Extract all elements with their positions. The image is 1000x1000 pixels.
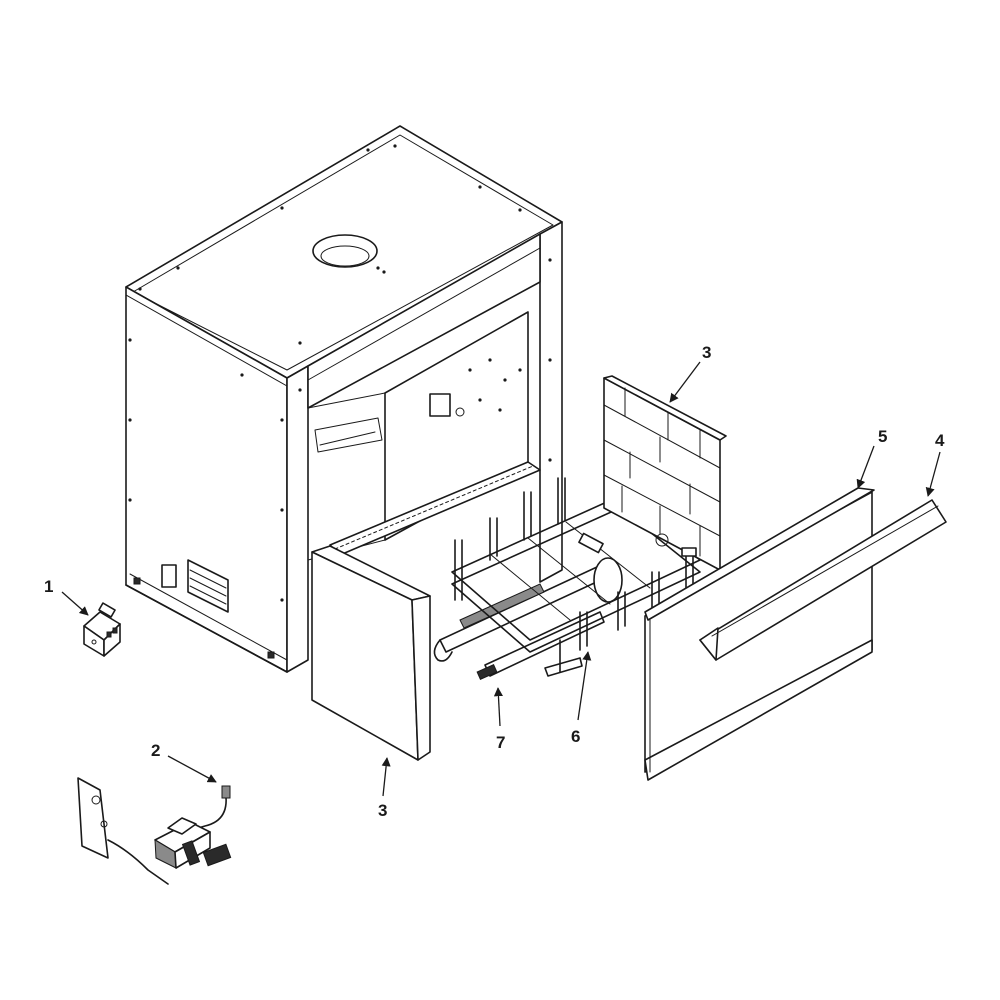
junction-box — [83, 602, 121, 657]
top-trim-angle — [699, 499, 947, 661]
right-side-refractory-panel — [578, 375, 727, 571]
callout-label-6: 6 — [571, 727, 580, 746]
callout-label-3b: 3 — [702, 343, 711, 362]
callout-3-upper: 3 — [669, 343, 711, 403]
callout-7: 7 — [493, 687, 505, 752]
callout-label-5: 5 — [878, 427, 887, 446]
left-side-refractory-panel — [311, 545, 431, 761]
firebox-enclosure — [125, 125, 563, 673]
callout-2: 2 — [151, 741, 217, 783]
flue-collar-opening — [312, 234, 378, 268]
callout-label-3a: 3 — [378, 801, 387, 820]
fastener-dots — [128, 144, 552, 602]
control-access-opening — [161, 564, 177, 588]
callout-label-7: 7 — [496, 733, 505, 752]
burner-tube — [433, 557, 623, 680]
callout-label-2: 2 — [151, 741, 160, 760]
callout-label-1: 1 — [44, 577, 53, 596]
callout-5: 5 — [856, 427, 887, 489]
callout-3-lower: 3 — [378, 757, 391, 820]
lower-louver — [187, 559, 229, 613]
callout-4: 4 — [925, 431, 945, 497]
callout-1: 1 — [44, 577, 89, 616]
rear-wall-access-plate — [429, 393, 451, 417]
callout-label-4: 4 — [935, 431, 945, 450]
gas-valve-assembly — [77, 777, 232, 885]
callout-6: 6 — [571, 651, 592, 746]
